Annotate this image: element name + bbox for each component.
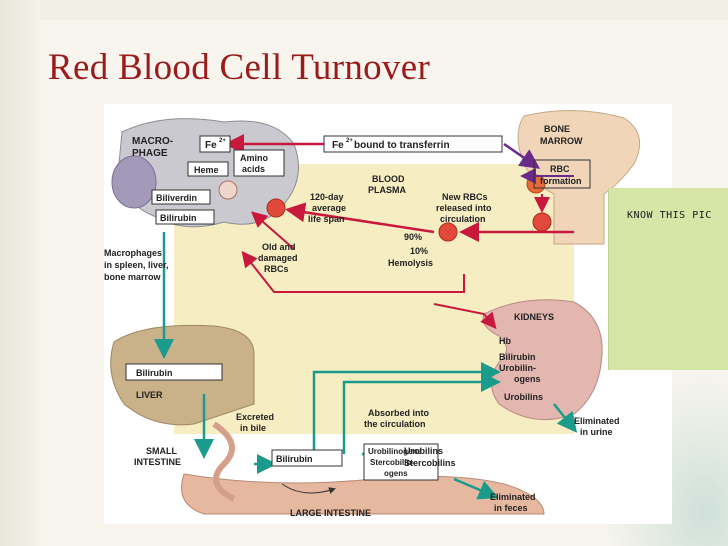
label-small-intestine-1: SMALL bbox=[146, 446, 177, 456]
label-old-rbcs-1: Old and bbox=[262, 242, 296, 252]
label-kid-urobilinogens-2: ogens bbox=[514, 374, 541, 384]
label-bone-marrow-2: MARROW bbox=[540, 136, 583, 146]
macrophage-nucleus bbox=[111, 155, 157, 209]
arrow-intestine-loop bbox=[281, 483, 336, 494]
rbc-turnover-diagram: MACRO- PHAGE Fe 2+ Fe 2+ bound to transf… bbox=[104, 104, 672, 524]
label-kidneys: KIDNEYS bbox=[514, 312, 554, 322]
label-heme: Heme bbox=[194, 165, 219, 175]
label-fe-transferrin-fe: Fe bbox=[332, 140, 344, 151]
label-amino-1: Amino bbox=[240, 153, 269, 163]
label-eliminated-urine-1: Eliminated bbox=[574, 416, 620, 426]
label-absorbed-2: the circulation bbox=[364, 419, 426, 429]
rbc-cell bbox=[532, 212, 552, 232]
label-bone-marrow-1: BONE bbox=[544, 124, 570, 134]
label-new-rbcs-2: released into bbox=[436, 203, 492, 213]
label-rbc-formation-2: formation bbox=[540, 176, 582, 186]
label-urobilinogens-2: Stercobilin- bbox=[370, 458, 414, 467]
label-fe-transferrin: bound to transferrin bbox=[354, 140, 450, 151]
note-text: KNOW THIS PIC bbox=[627, 210, 712, 221]
label-bilirubin-mac: Bilirubin bbox=[160, 213, 197, 223]
label-blood-plasma-1: BLOOD bbox=[372, 174, 405, 184]
label-pct10: 10% bbox=[410, 246, 428, 256]
slide-left-strip bbox=[0, 0, 40, 546]
arrow-hb-kidney bbox=[433, 303, 497, 330]
label-large-intestine: LARGE INTESTINE bbox=[290, 508, 371, 518]
label-macrophages-in-3: bone marrow bbox=[104, 272, 162, 282]
label-urobilinogens-3: ogens bbox=[384, 469, 408, 478]
label-macrophage-2: PHAGE bbox=[132, 148, 168, 159]
rbc-cell bbox=[218, 180, 238, 200]
arrow-urobilins-feces bbox=[453, 477, 499, 500]
label-kid-urobilinogens-1: Urobilin- bbox=[499, 363, 536, 373]
label-eliminated-feces-1: Eliminated bbox=[490, 492, 536, 502]
label-new-rbcs-3: circulation bbox=[440, 214, 486, 224]
label-amino-2: acids bbox=[242, 164, 265, 174]
slide-top-strip bbox=[0, 0, 728, 20]
note-box: KNOW THIS PIC bbox=[608, 188, 728, 370]
label-int-bilirubin: Bilirubin bbox=[276, 454, 313, 464]
label-pct90: 90% bbox=[404, 232, 422, 242]
label-absorbed-1: Absorbed into bbox=[368, 408, 429, 418]
label-lifespan-3: life span bbox=[308, 214, 345, 224]
label-old-rbcs-2: damaged bbox=[258, 253, 298, 263]
label-hemolysis: Hemolysis bbox=[388, 258, 433, 268]
label-hb: Hb bbox=[499, 336, 511, 346]
label-small-intestine-2: INTESTINE bbox=[134, 457, 181, 467]
label-excreted-1: Excreted bbox=[236, 412, 274, 422]
label-blood-plasma-2: PLASMA bbox=[368, 185, 407, 195]
rbc-cell bbox=[438, 222, 458, 242]
label-excreted-2: in bile bbox=[240, 423, 266, 433]
label-macrophages-in-1: Macrophages bbox=[104, 248, 162, 258]
arrow-90 bbox=[285, 202, 435, 234]
small-intestine-loop bbox=[212, 421, 236, 502]
arrow-old-rbcs bbox=[250, 211, 295, 250]
rbc-cell bbox=[266, 198, 286, 218]
label-lifespan-2: average bbox=[312, 203, 346, 213]
label-kid-urobilins: Urobilins bbox=[504, 392, 543, 402]
slide-title: Red Blood Cell Turnover bbox=[48, 47, 431, 88]
kidney-shape bbox=[482, 299, 603, 421]
label-eliminated-feces-2: in feces bbox=[494, 503, 528, 513]
arrow-reabsorb bbox=[312, 362, 501, 454]
label-liver: LIVER bbox=[136, 390, 163, 400]
label-old-rbcs-3: RBCs bbox=[264, 264, 289, 274]
arrow-hemolysis-kidney bbox=[241, 250, 465, 293]
label-fe-transferrin-sup: 2+ bbox=[346, 138, 353, 144]
label-kid-bilirubin: Bilirubin bbox=[499, 352, 536, 362]
intestine-shape bbox=[181, 473, 545, 515]
arrow-transferrin-marrow bbox=[503, 142, 541, 169]
label-stercobilins: Stercobilins bbox=[404, 458, 456, 468]
label-liver-bilirubin: Bilirubin bbox=[136, 368, 173, 378]
label-fe-box: Fe bbox=[205, 140, 217, 151]
label-fe-box-sup: 2+ bbox=[219, 138, 226, 144]
label-eliminated-urine-2: in urine bbox=[580, 427, 613, 437]
arrow-kidney-urine bbox=[553, 403, 578, 433]
label-macrophage-1: MACRO- bbox=[132, 136, 173, 147]
arrow-reabsorb-2 bbox=[342, 372, 501, 454]
label-urobilins: Urobilins bbox=[404, 446, 443, 456]
label-biliverdin: Biliverdin bbox=[156, 193, 197, 203]
label-urobilinogens-1: Urobilinogens bbox=[368, 447, 422, 456]
label-rbc-formation-1: RBC bbox=[550, 164, 570, 174]
label-new-rbcs-1: New RBCs bbox=[442, 192, 488, 202]
label-macrophages-in-2: in spleen, liver, bbox=[104, 260, 169, 270]
label-lifespan-1: 120-day bbox=[310, 192, 344, 202]
